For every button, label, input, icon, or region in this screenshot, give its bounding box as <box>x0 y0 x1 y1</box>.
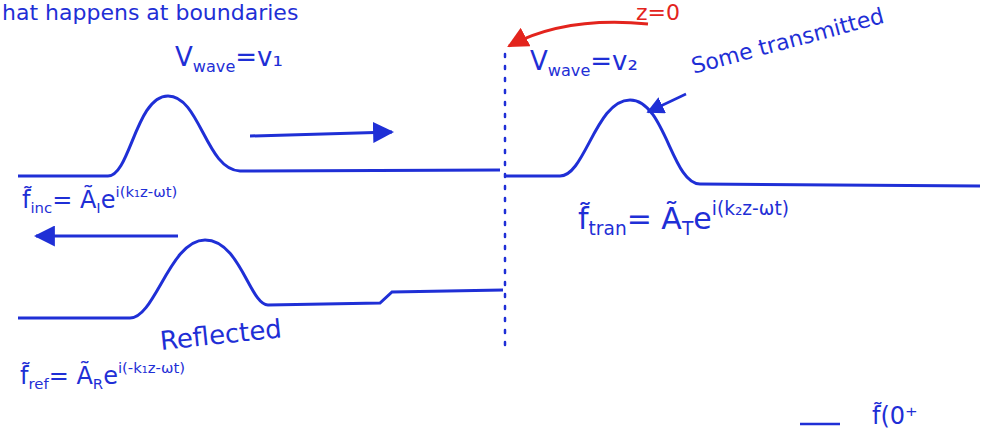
incident-equation: I <box>96 199 100 217</box>
transmitted-note: Some transmitted <box>689 3 887 78</box>
transmitted-equation: T <box>682 218 693 239</box>
transmitted-equation: tran <box>589 218 627 239</box>
velocity-label: wave <box>548 61 591 80</box>
velocity-label-group: Vwave=v₁ <box>175 42 283 76</box>
incident-equation-group: f̃inc= ÃIei(k₁z-ωt) <box>22 184 177 218</box>
transmitted-equation: e <box>693 201 711 236</box>
reflected-note-group: Reflected <box>158 313 283 357</box>
velocity-label: =v₂ <box>590 46 638 76</box>
reflected-equation: R <box>93 375 103 393</box>
velocity-label: =v₁ <box>235 42 283 72</box>
boundary-pointer <box>509 22 648 46</box>
reflected-note: Reflected <box>158 313 283 356</box>
reflected-equation-group: f̃ref= ÃRei(-k₁z-ωt) <box>20 360 185 394</box>
transmitted-note-group: Some transmitted <box>689 3 887 80</box>
transmitted-pointer <box>648 94 686 112</box>
transmitted-equation: = Ã <box>627 201 682 236</box>
incident-arrow <box>250 132 392 136</box>
incident-equation: e <box>101 186 116 214</box>
incident-equation: inc <box>30 199 52 217</box>
heading-text-group: hat happens at boundaries <box>2 0 298 26</box>
velocity-label: wave <box>193 57 236 76</box>
boundary-label: z=0 <box>636 0 680 25</box>
transmitted-equation: f̃ <box>578 201 589 236</box>
velocity-label: V <box>530 46 548 76</box>
reflected-pulse <box>18 240 503 318</box>
boundary-label-group: z=0 <box>636 0 680 26</box>
transmitted-pulse <box>505 100 980 186</box>
ink-mark <box>800 423 840 426</box>
heading-text: hat happens at boundaries <box>2 0 298 25</box>
boundary-condition-group: f̃(0⁺ <box>872 402 918 431</box>
incident-equation: i(k₁z-ωt) <box>116 183 178 201</box>
reflected-equation: e <box>103 362 118 390</box>
boundary-line <box>504 54 507 345</box>
reflected-arrow <box>36 235 178 238</box>
velocity-label-group: Vwave=v₂ <box>530 46 638 80</box>
reflected-equation: f̃ <box>20 362 28 390</box>
incident-pulse <box>18 96 500 176</box>
boundary-condition: f̃(0⁺ <box>872 402 918 430</box>
incident-equation: f̃ <box>22 186 30 214</box>
transmitted-equation-group: f̃tran= ÃTei(k₂z-ωt) <box>578 198 789 241</box>
transmitted-equation: i(k₂z-ωt) <box>712 198 789 219</box>
reflected-equation: = Ã <box>49 362 93 390</box>
reflected-equation: i(-k₁z-ωt) <box>118 359 185 377</box>
incident-equation: = Ã <box>52 186 96 214</box>
reflected-equation: ref <box>28 375 48 393</box>
velocity-label: V <box>175 42 193 72</box>
